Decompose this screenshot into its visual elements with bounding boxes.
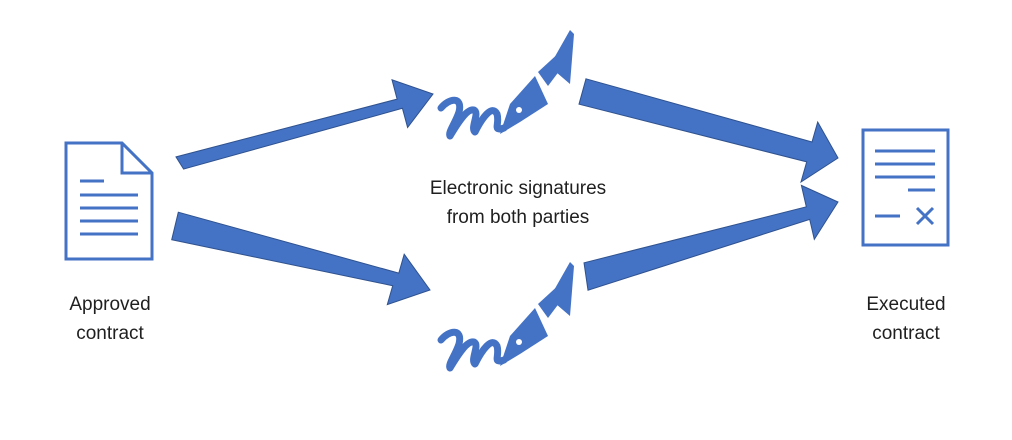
approved-contract-label-line1: Approved bbox=[69, 294, 151, 315]
executed-contract-label: Executed contract bbox=[836, 290, 976, 348]
approved-contract-document-icon bbox=[64, 141, 154, 261]
arrow-from-bottom-signature bbox=[583, 184, 839, 291]
top-signature-pen-icon bbox=[437, 30, 574, 140]
executed-contract-label-line2: contract bbox=[872, 323, 940, 344]
bottom-signature-pen-icon bbox=[437, 262, 574, 372]
executed-contract-document-icon bbox=[861, 128, 950, 247]
arrow-to-top-signature bbox=[175, 79, 434, 170]
arrow-to-bottom-signature bbox=[171, 211, 431, 306]
electronic-signatures-label-line1: Electronic signatures bbox=[429, 178, 607, 199]
approved-contract-label-line2: contract bbox=[76, 323, 144, 344]
executed-contract-label-line1: Executed bbox=[866, 294, 946, 315]
approved-contract-label: Approved contract bbox=[40, 290, 180, 348]
electronic-signatures-label: Electronic signatures from both parties bbox=[388, 174, 648, 232]
electronic-signatures-label-line2: from both parties bbox=[446, 207, 590, 228]
arrow-from-top-signature bbox=[578, 78, 839, 184]
